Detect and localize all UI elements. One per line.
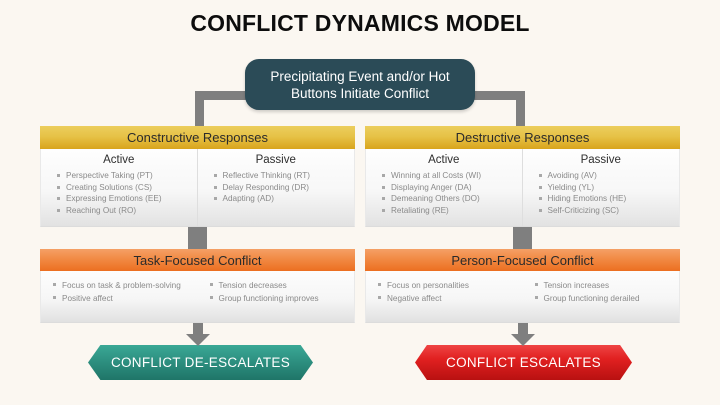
list-item: Reflective Thinking (RT) — [213, 170, 355, 182]
column-title: Passive — [580, 154, 621, 166]
person-conflict-list-1: Focus on personalities Negative affect — [366, 279, 523, 305]
list-item: Winning at all Costs (WI) — [382, 170, 522, 182]
column-title: Passive — [255, 154, 296, 166]
destructive-passive-list: Avoiding (AV) Yielding (YL) Hiding Emoti… — [523, 170, 680, 216]
list-item: Focus on personalities — [378, 279, 523, 292]
column-title: Active — [103, 154, 135, 166]
list-item: Group functioning derailed — [534, 292, 680, 305]
list-item: Positive affect — [53, 292, 198, 305]
arrow-head — [511, 334, 535, 346]
task-conflict-column-1: Focus on task & problem-solving Positive… — [41, 279, 198, 322]
left-branch-down-arrow-icon — [183, 322, 213, 346]
list-item: Self-Criticizing (SC) — [538, 205, 680, 217]
task-focused-conflict-header: Task-Focused Conflict — [40, 249, 355, 271]
left-branch-connector-stub — [188, 227, 207, 249]
constructive-active-list: Perspective Taking (PT) Creating Solutio… — [41, 170, 197, 216]
destructive-passive-column: Passive Avoiding (AV) Yielding (YL) Hidi… — [523, 149, 680, 226]
task-conflict-column-2: Tension decreases Group functioning impr… — [198, 279, 355, 322]
list-item: Reaching Out (RO) — [57, 205, 197, 217]
conflict-de-escalates-banner: CONFLICT DE-ESCALATES — [88, 345, 313, 380]
task-conflict-list-2: Tension decreases Group functioning impr… — [198, 279, 355, 305]
bracket-left-drop — [195, 91, 204, 127]
list-item: Retaliating (RE) — [382, 205, 522, 217]
list-item: Hiding Emotions (HE) — [538, 193, 680, 205]
page-title: CONFLICT DYNAMICS MODEL — [190, 10, 530, 36]
constructive-responses-body: Active Perspective Taking (PT) Creating … — [40, 149, 355, 227]
precipitating-event-box: Precipitating Event and/or Hot Buttons I… — [245, 59, 475, 110]
right-branch-connector-stub — [513, 227, 532, 249]
list-item: Perspective Taking (PT) — [57, 170, 197, 182]
task-conflict-list-1: Focus on task & problem-solving Positive… — [41, 279, 198, 305]
person-conflict-column-2: Tension increases Group functioning dera… — [523, 279, 680, 322]
person-conflict-list-2: Tension increases Group functioning dera… — [523, 279, 680, 305]
person-focused-conflict-header: Person-Focused Conflict — [365, 249, 680, 271]
constructive-passive-column: Passive Reflective Thinking (RT) Delay R… — [198, 149, 355, 226]
constructive-responses-header: Constructive Responses — [40, 126, 355, 149]
right-branch-down-arrow-icon — [508, 322, 538, 346]
destructive-responses-body: Active Winning at all Costs (WI) Display… — [365, 149, 680, 227]
constructive-active-column: Active Perspective Taking (PT) Creating … — [41, 149, 198, 226]
arrow-head — [186, 334, 210, 346]
constructive-passive-list: Reflective Thinking (RT) Delay Respondin… — [198, 170, 355, 205]
trigger-line-1: Precipitating Event and/or Hot — [270, 68, 450, 84]
task-focused-conflict-body: Focus on task & problem-solving Positive… — [40, 271, 355, 323]
bracket-right-drop — [516, 91, 525, 127]
destructive-active-list: Winning at all Costs (WI) Displaying Ang… — [366, 170, 522, 216]
list-item: Tension increases — [534, 279, 680, 292]
list-item: Creating Solutions (CS) — [57, 182, 197, 194]
list-item: Expressing Emotions (EE) — [57, 193, 197, 205]
list-item: Tension decreases — [209, 279, 355, 292]
trigger-line-2: Buttons Initiate Conflict — [290, 85, 430, 101]
conflict-escalates-banner: CONFLICT ESCALATES — [415, 345, 632, 380]
list-item: Yielding (YL) — [538, 182, 680, 194]
list-item: Delay Responding (DR) — [213, 182, 355, 194]
list-item: Displaying Anger (DA) — [382, 182, 522, 194]
person-conflict-column-1: Focus on personalities Negative affect — [366, 279, 523, 322]
list-item: Focus on task & problem-solving — [53, 279, 198, 292]
person-focused-conflict-body: Focus on personalities Negative affect T… — [365, 271, 680, 323]
destructive-responses-header: Destructive Responses — [365, 126, 680, 149]
list-item: Group functioning improves — [209, 292, 355, 305]
list-item: Avoiding (AV) — [538, 170, 680, 182]
arrow-shaft — [193, 322, 203, 335]
list-item: Adapting (AD) — [213, 193, 355, 205]
list-item: Negative affect — [378, 292, 523, 305]
arrow-shaft — [518, 322, 528, 335]
list-item: Demeaning Others (DO) — [382, 193, 522, 205]
column-title: Active — [428, 154, 460, 166]
destructive-active-column: Active Winning at all Costs (WI) Display… — [366, 149, 523, 226]
